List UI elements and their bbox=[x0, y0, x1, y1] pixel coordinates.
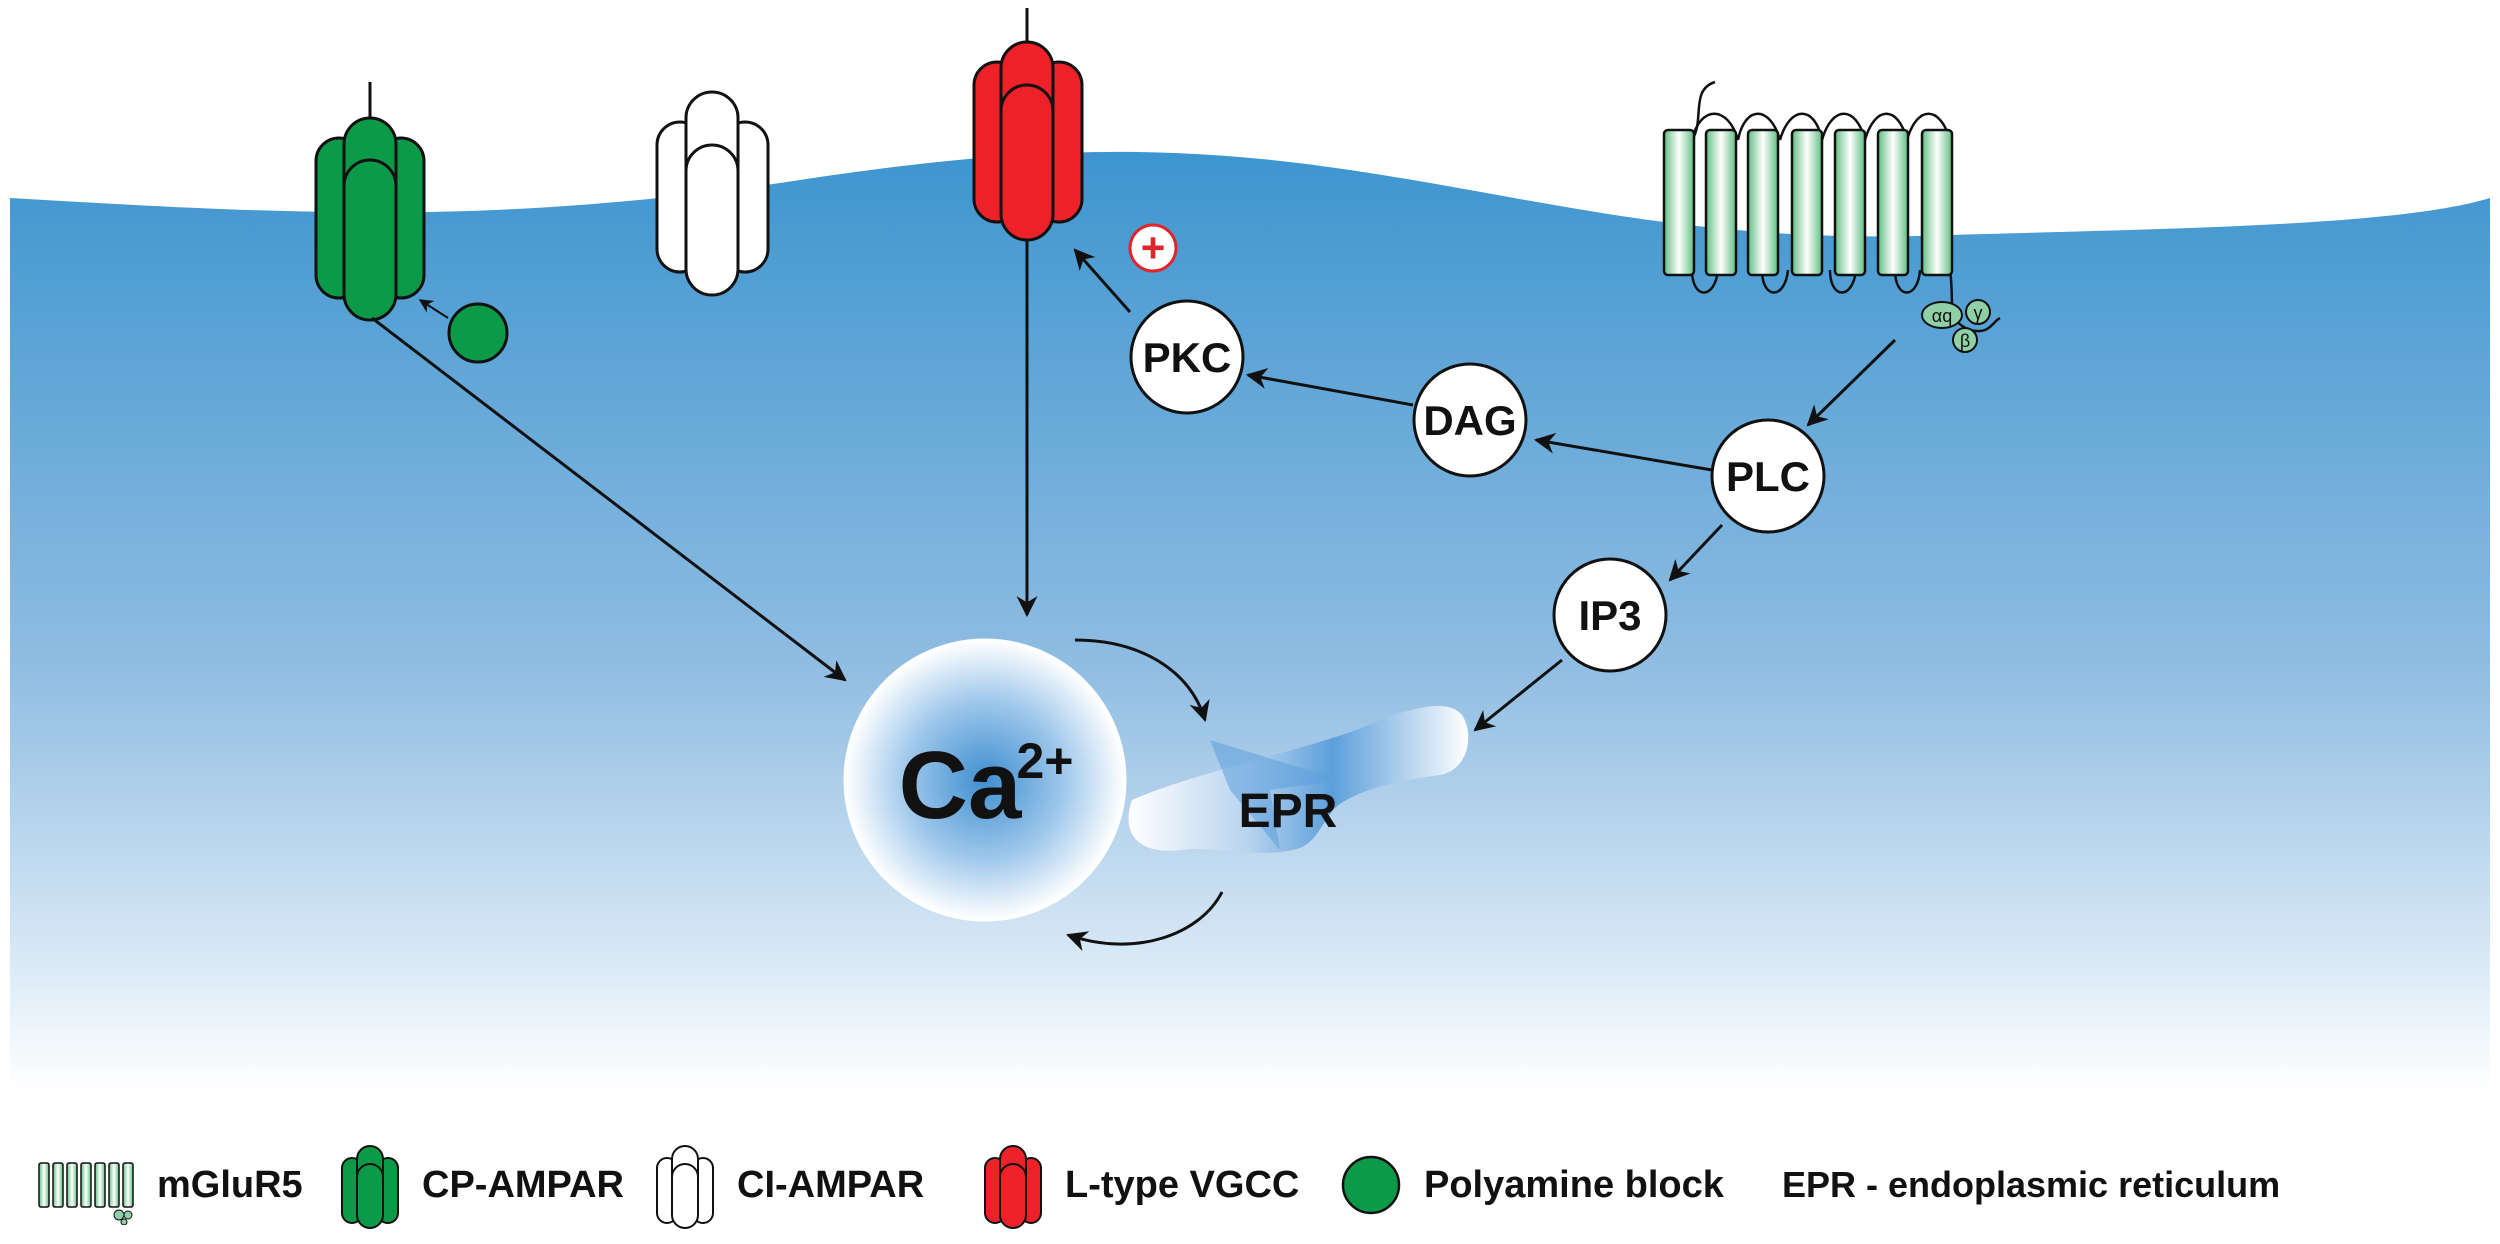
g-alpha-label: αq bbox=[1932, 306, 1952, 326]
svg-text:DAG: DAG bbox=[1423, 397, 1516, 444]
legend-polyamine: Polyamine block bbox=[1340, 1135, 1724, 1235]
vgcc-legend-icon bbox=[984, 1145, 1042, 1229]
ip3-to-epr-arrow bbox=[1473, 658, 1563, 732]
legend-cp-ampar: CP-AMPAR bbox=[340, 1135, 624, 1235]
legend-mglur5: mGluR5 bbox=[35, 1135, 303, 1235]
legend-epr: EPR - endoplasmic reticulum bbox=[1782, 1135, 2280, 1235]
plc-node: PLC bbox=[1710, 418, 1826, 534]
dag-node: DAG bbox=[1412, 362, 1528, 478]
g-protein bbox=[1921, 299, 1991, 353]
plc-to-ip3-arrow bbox=[1668, 523, 1724, 582]
calcium-label: Ca bbox=[899, 732, 1022, 839]
calcium-charge: 2+ bbox=[1016, 733, 1073, 789]
polyamine-block bbox=[447, 302, 509, 364]
legend-ci-ampar: CI-AMPAR bbox=[655, 1135, 924, 1235]
legend-ci-ampar-label: CI-AMPAR bbox=[737, 1163, 925, 1206]
plc-to-dag-arrow bbox=[1533, 432, 1713, 472]
legend-epr-label: EPR - endoplasmic reticulum bbox=[1782, 1164, 2281, 1205]
legend: mGluR5 CP-AMPAR CI-AMPAR bbox=[0, 1135, 2500, 1235]
cp-ampar-legend-icon bbox=[341, 1145, 399, 1229]
g-gamma-label: γ bbox=[1974, 303, 1983, 323]
mglur5-legend-icon bbox=[38, 1162, 134, 1225]
mglur5-helices bbox=[1662, 128, 1954, 277]
pkc-to-vgcc-arrow bbox=[1073, 248, 1132, 313]
epr-label: EPR bbox=[1239, 785, 1338, 838]
legend-polyamine-label: Polyamine block bbox=[1424, 1163, 1724, 1206]
ci-ampar-legend-icon bbox=[656, 1145, 714, 1229]
plus-sign: + bbox=[1141, 224, 1166, 271]
svg-text:PKC: PKC bbox=[1143, 334, 1232, 381]
ci-ampar-channel bbox=[655, 90, 770, 297]
legend-vgcc-label: L-type VGCC bbox=[1065, 1163, 1300, 1206]
cp-ampar-to-ca-arrow bbox=[371, 316, 847, 682]
polyamine-arrow bbox=[418, 299, 449, 319]
legend-mglur5-label: mGluR5 bbox=[157, 1163, 303, 1206]
svg-text:IP3: IP3 bbox=[1578, 592, 1641, 639]
calcium-pool bbox=[843, 638, 1127, 922]
gq-to-plc-arrow bbox=[1806, 338, 1897, 427]
dag-to-pkc-arrow bbox=[1245, 368, 1414, 407]
l-type-vgcc-channel bbox=[972, 8, 1084, 615]
cp-ampar-channel bbox=[314, 82, 426, 322]
legend-vgcc: L-type VGCC bbox=[983, 1135, 1299, 1235]
epr-to-ca-arrow bbox=[1066, 891, 1224, 952]
ip3-node: IP3 bbox=[1552, 557, 1668, 673]
epr-release-arrow bbox=[1210, 740, 1340, 850]
pkc-node: PKC bbox=[1129, 299, 1245, 415]
svg-text:PLC: PLC bbox=[1726, 453, 1810, 500]
positive-modulation-icon bbox=[1128, 223, 1178, 273]
mglur5-receptor bbox=[1690, 80, 2001, 333]
polyamine-legend-icon bbox=[1341, 1155, 1401, 1215]
legend-cp-ampar-label: CP-AMPAR bbox=[422, 1163, 624, 1206]
g-beta-label: β bbox=[1960, 331, 1970, 351]
ca-to-epr-arrow bbox=[1074, 638, 1210, 723]
cytoplasm bbox=[10, 151, 2490, 1091]
